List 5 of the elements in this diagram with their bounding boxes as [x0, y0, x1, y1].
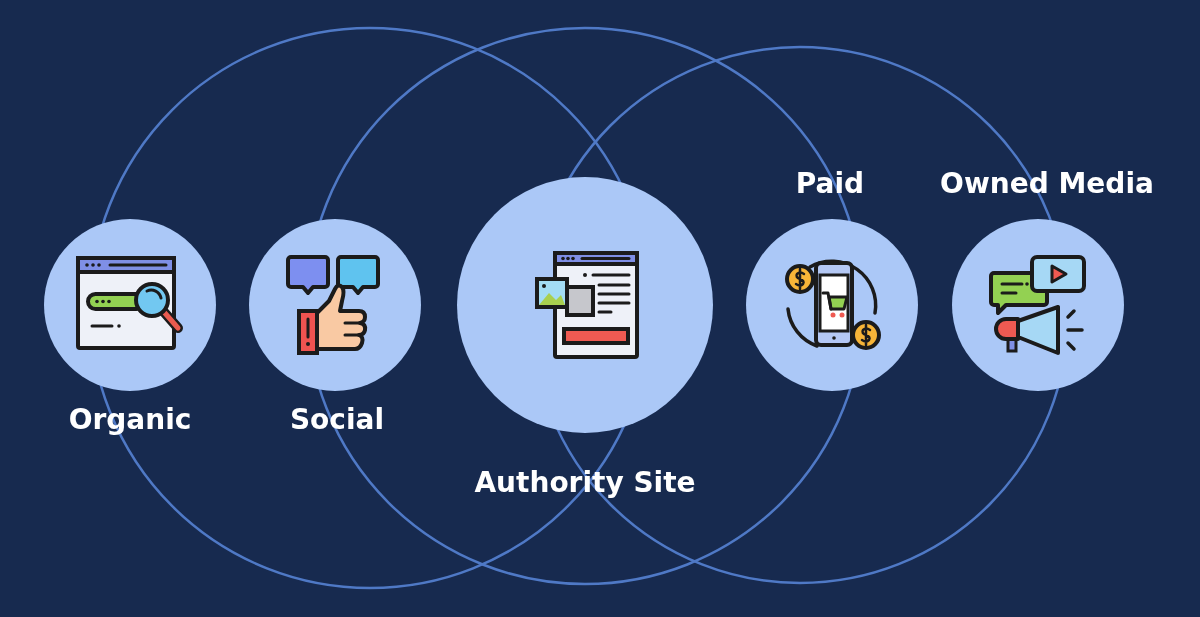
node-label: Owned Media — [940, 167, 1154, 201]
node-label: Social — [289, 403, 385, 437]
node-label: Authority Site — [474, 466, 696, 500]
node-label: Organic — [68, 403, 192, 437]
node-label: Paid — [795, 167, 865, 201]
